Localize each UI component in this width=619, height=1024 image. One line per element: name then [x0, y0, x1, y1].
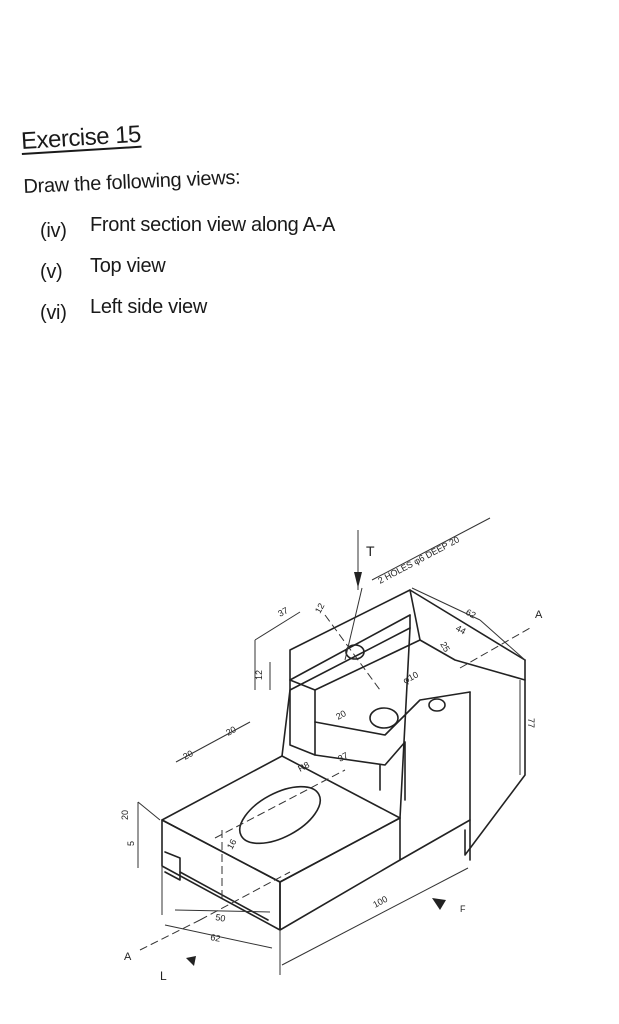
left-view-label: L	[160, 969, 167, 983]
instruction-text: Draw the following views:	[22, 166, 241, 199]
dim-77: 77	[526, 718, 536, 728]
dimension-lines	[137, 517, 526, 975]
arrowheads	[186, 572, 446, 966]
dim-44: 44	[454, 623, 468, 637]
views-list: (iv) Front section view along A-A (v) To…	[40, 212, 440, 335]
hole-icon	[369, 707, 399, 729]
dim-5: 5	[126, 841, 136, 846]
dim-12-top: 12	[313, 601, 327, 615]
section-label-left: A	[124, 951, 132, 963]
dim-62: 62	[464, 607, 478, 621]
dim-25: 25	[438, 640, 452, 654]
list-item: (vi) Left side view	[40, 294, 440, 335]
exercise-title: Exercise 15	[20, 120, 142, 156]
dim-20-left: 20	[181, 748, 195, 762]
dim-100: 100	[371, 894, 389, 910]
list-item: (iv) Front section view along A-A	[40, 212, 440, 253]
section-label-right: A	[535, 609, 543, 621]
dim-20-right: 20	[224, 724, 238, 738]
holes-note: 2 HOLES φ6 DEEP 20	[376, 534, 461, 585]
hole-icon	[345, 644, 365, 660]
dim-R8: R8	[296, 760, 311, 774]
item-text: Left side view	[90, 296, 207, 318]
dim-12-side: 12	[254, 670, 264, 680]
dim-16: 16	[225, 837, 239, 851]
dim-62-bottom: 62	[210, 932, 222, 944]
dim-37-top: 37	[276, 605, 290, 619]
base-top-face	[161, 755, 401, 883]
item-text: Top view	[90, 255, 166, 277]
object-outline	[161, 589, 526, 931]
item-number: (vi)	[40, 302, 67, 324]
center-lines	[139, 614, 531, 951]
item-text: Front section view along A-A	[90, 214, 336, 236]
dim-20-height: 20	[120, 810, 130, 820]
dim-20-mid: 20	[334, 708, 348, 722]
list-item: (v) Top view	[40, 253, 440, 294]
item-number: (v)	[40, 261, 63, 283]
dim-phi10: φ10	[401, 669, 420, 685]
item-number: (iv)	[40, 220, 67, 242]
upper-side-face	[289, 679, 316, 756]
isometric-drawing: 37 12 62 44 25 12 φ10 20 37 77 20 20 R8 …	[120, 517, 543, 983]
dim-50: 50	[215, 912, 227, 924]
slot-outline	[239, 785, 321, 845]
front-view-label: F	[460, 904, 466, 914]
hole-icon	[428, 698, 446, 712]
dim-37-mid: 37	[336, 750, 350, 764]
top-view-label: T	[366, 543, 375, 559]
